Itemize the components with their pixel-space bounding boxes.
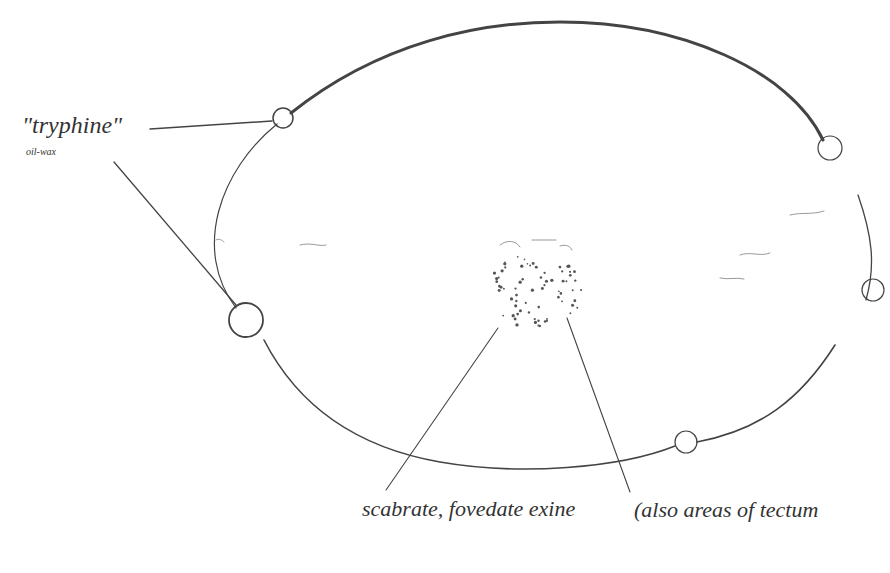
fovea-dot bbox=[522, 278, 524, 280]
fovea-dot bbox=[572, 289, 574, 291]
fovea-dot bbox=[527, 263, 529, 265]
leader-line bbox=[114, 162, 236, 305]
fovea-dot bbox=[574, 279, 576, 281]
fovea-dot bbox=[562, 280, 565, 283]
fovea-dot bbox=[534, 318, 536, 320]
exine-label: scabrate, fovedate exine bbox=[362, 496, 575, 521]
fovea-dot bbox=[520, 265, 523, 268]
tryphine-droplet bbox=[675, 431, 697, 453]
fovea-dot bbox=[550, 279, 553, 282]
fovea-dot bbox=[501, 269, 504, 272]
fovea-dot bbox=[512, 314, 515, 317]
fovea-dot bbox=[525, 302, 527, 304]
fovea-dot bbox=[504, 266, 506, 268]
fovea-dot bbox=[573, 270, 576, 273]
grain-outline bbox=[264, 340, 675, 469]
fovea-dot bbox=[498, 285, 501, 288]
tryphine-droplet bbox=[818, 136, 842, 160]
fovea-dot bbox=[561, 270, 563, 272]
fovea-dot bbox=[546, 318, 548, 320]
fovea-dot bbox=[515, 300, 517, 302]
tryphine-droplet bbox=[862, 279, 884, 301]
fovea-dot bbox=[516, 313, 519, 316]
fovea-dot bbox=[503, 288, 505, 290]
fovea-dot bbox=[537, 306, 540, 309]
fovea-dot bbox=[569, 271, 571, 273]
fovea-dot bbox=[559, 266, 562, 269]
leader-line bbox=[150, 121, 272, 129]
grain-outline bbox=[214, 124, 277, 308]
fovea-dot bbox=[543, 284, 545, 286]
fovea-dot bbox=[576, 307, 578, 309]
fovea-dot bbox=[514, 304, 517, 307]
fovea-dot bbox=[519, 309, 522, 312]
fovea-dot bbox=[569, 274, 572, 277]
tryphine-droplet bbox=[273, 108, 293, 128]
exine-thick-arc bbox=[291, 22, 823, 140]
fovea-dot bbox=[537, 325, 539, 327]
fovea-dot bbox=[561, 300, 563, 302]
fovea-dot bbox=[543, 272, 545, 274]
fovea-dot bbox=[531, 289, 534, 292]
fovea-dot bbox=[498, 276, 500, 278]
fovea-dot bbox=[573, 299, 576, 302]
fovea-dot bbox=[515, 294, 518, 297]
fovea-dot bbox=[558, 290, 560, 292]
fovea-dot bbox=[569, 312, 571, 314]
fovea-dot bbox=[532, 262, 535, 265]
note-label: oil-wax bbox=[26, 146, 56, 158]
fovea-dot bbox=[541, 287, 544, 290]
fovea-dot bbox=[528, 311, 530, 313]
fovea-dot bbox=[503, 262, 506, 265]
fovea-dot bbox=[545, 280, 548, 283]
fovea-dot bbox=[566, 265, 569, 268]
leader-line bbox=[567, 318, 630, 492]
tryphine-label: "tryphine" bbox=[22, 112, 122, 140]
surface-sketch bbox=[216, 211, 824, 279]
fovea-dot bbox=[495, 280, 498, 283]
fovea-dot bbox=[565, 280, 567, 282]
fovea-dot bbox=[535, 266, 538, 269]
fovea-dot bbox=[571, 304, 574, 307]
fovea-dot bbox=[514, 287, 516, 289]
fovea-dot bbox=[514, 317, 517, 320]
grain-outline bbox=[697, 345, 835, 442]
fovea-dot bbox=[519, 281, 522, 284]
fovea-dot bbox=[529, 265, 531, 267]
leader-line bbox=[386, 328, 498, 490]
fovea-dot bbox=[567, 265, 570, 268]
fovea-dot bbox=[524, 259, 526, 261]
fovea-dot bbox=[493, 271, 496, 274]
fovea-dot bbox=[498, 289, 501, 292]
fovea-dot bbox=[534, 321, 537, 324]
tryphine-droplet bbox=[229, 303, 263, 337]
fovea-dot bbox=[560, 292, 563, 295]
fovea-dot bbox=[580, 289, 582, 291]
fovea-dot bbox=[517, 256, 519, 258]
grain-outline bbox=[858, 195, 872, 300]
fovea-dot bbox=[540, 276, 543, 279]
fovea-dot bbox=[515, 323, 518, 326]
fovea-dot bbox=[502, 315, 504, 317]
fovea-dot bbox=[546, 320, 548, 322]
fovea-dot bbox=[510, 297, 513, 300]
fovea-dot bbox=[557, 296, 560, 299]
fovea-dot bbox=[537, 320, 539, 322]
tectum-note: (also areas of tectum bbox=[634, 497, 818, 522]
